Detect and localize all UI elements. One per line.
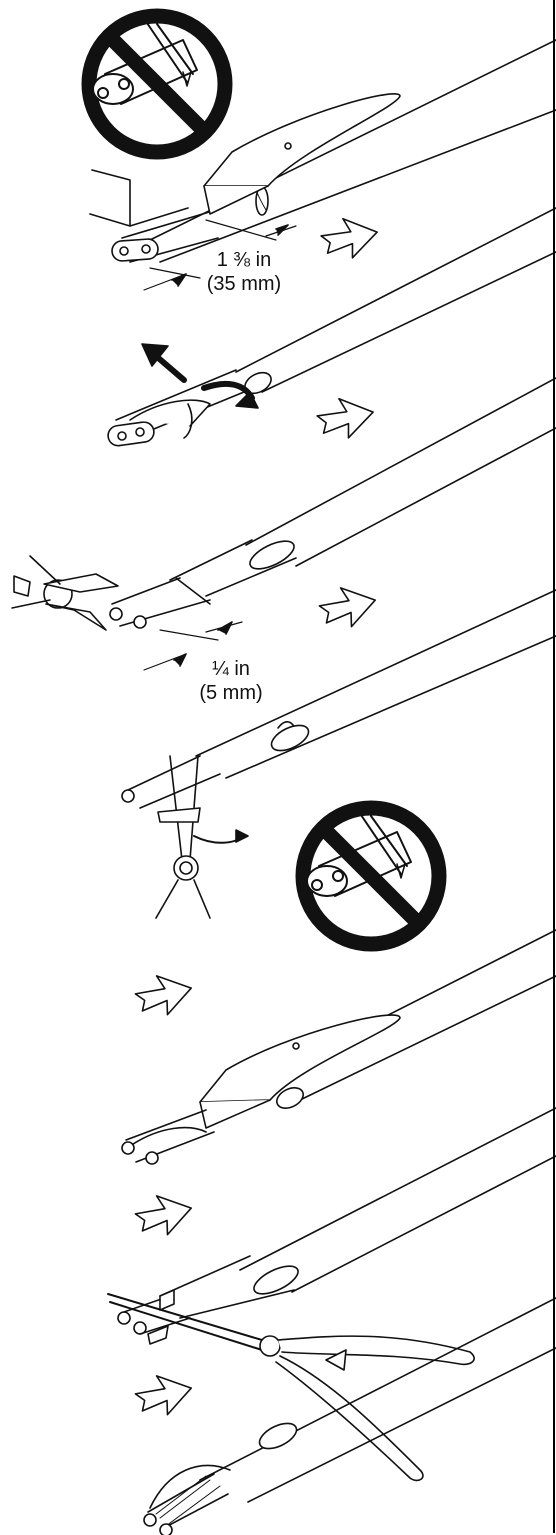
- dimension-imperial: 1 ⅜ in: [216, 249, 272, 271]
- no-symbol-icon: [89, 16, 225, 152]
- direction-arrow-icon: [316, 581, 380, 633]
- wire-cutter-icon: [11, 555, 119, 631]
- direction-arrow-icon: [318, 213, 381, 263]
- step-4-separate-conductors: [121, 589, 556, 919]
- step-2-peel-jacket: [107, 207, 556, 447]
- dimension-imperial: ¼ in: [212, 658, 250, 680]
- rotate-arrow-icon: [201, 380, 255, 401]
- direction-arrow-icon: [132, 969, 196, 1021]
- dimension-metric: (35 mm): [206, 273, 282, 295]
- needle-nose-pliers-icon: [107, 1289, 475, 1482]
- direction-arrow-icon: [314, 393, 377, 443]
- step-3-trim-core: [11, 377, 556, 671]
- dimension-metric: (5 mm): [199, 682, 263, 704]
- dimension-label-35mm: 1 ⅜ in (35 mm): [192, 248, 296, 296]
- step-7-exposed-braid: [143, 1297, 556, 1535]
- utility-knife-icon: [203, 93, 401, 187]
- dimension-label-5mm: ¼ in (5 mm): [186, 657, 276, 705]
- utility-knife-icon: [199, 1014, 401, 1103]
- step-5-score-core: [121, 929, 556, 1165]
- step-6-pull-core: [107, 1107, 556, 1482]
- step-1-score-jacket: [89, 39, 556, 291]
- needle-nose-pliers-icon: [155, 755, 211, 919]
- direction-arrow-icon: [132, 1369, 196, 1421]
- no-symbol-icon: [303, 808, 439, 944]
- direction-arrow-icon: [132, 1189, 196, 1241]
